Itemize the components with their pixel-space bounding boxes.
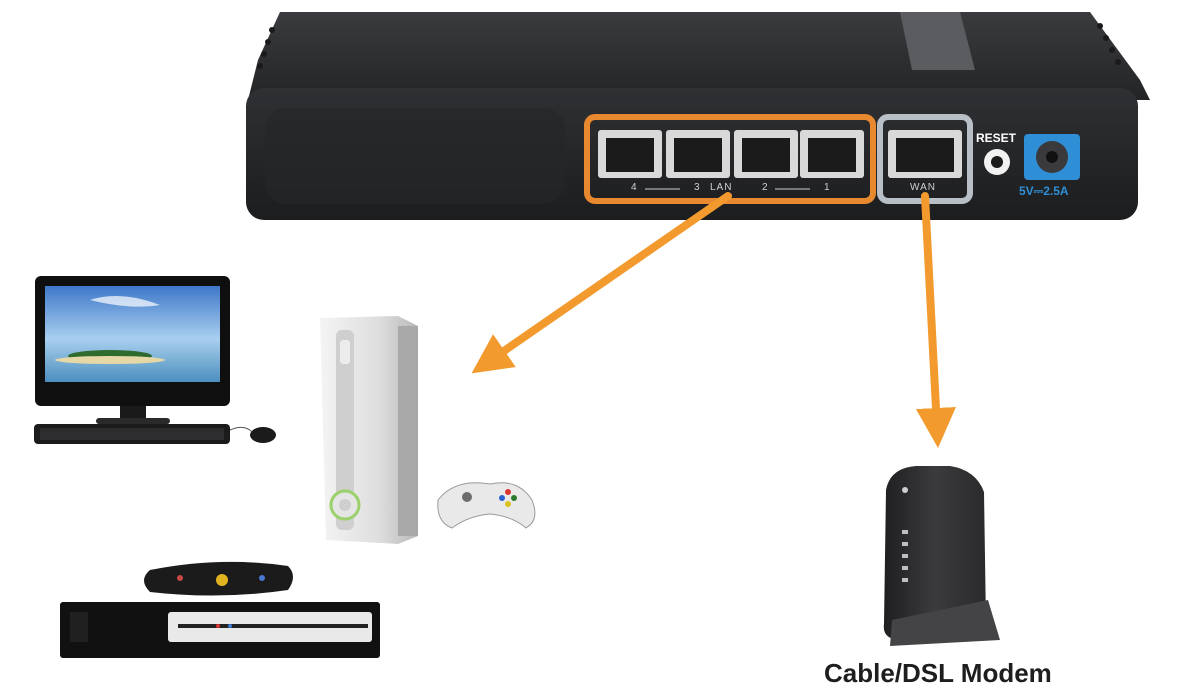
router-vent-left: [257, 27, 275, 69]
bottom-caption: Cable/DSL Modem: [824, 658, 1052, 688]
lan-port-frame: [584, 114, 876, 204]
lan-arrow: [471, 192, 732, 374]
lan-port-number-4: 4: [631, 182, 637, 193]
wan-port-label: WAN: [910, 182, 936, 193]
router-top-surface: [248, 12, 1150, 100]
reset-label: RESET: [976, 131, 1017, 145]
modem-base: [890, 600, 1000, 646]
modem-body: [883, 466, 986, 640]
lan-port-number-1: 1: [824, 182, 830, 193]
controller: [437, 482, 536, 529]
lan-port-number-2: 2: [762, 182, 768, 193]
connection-arrows: [471, 192, 956, 448]
lan-port-number-3: 3: [694, 182, 700, 193]
power-label: 5V⎓2.5A: [1019, 184, 1069, 198]
wan-arrow: [915, 192, 956, 448]
cable-modem: [883, 466, 1000, 646]
desktop-computer: [34, 276, 276, 444]
game-console: [320, 316, 536, 544]
dvr: [60, 561, 380, 658]
lan-ports: [598, 130, 864, 178]
modem-led-column: [902, 530, 908, 582]
mouse: [250, 427, 276, 443]
router-vent-right: [1097, 23, 1121, 65]
router: [246, 12, 1150, 220]
lan-port-label: LAN: [710, 182, 733, 193]
